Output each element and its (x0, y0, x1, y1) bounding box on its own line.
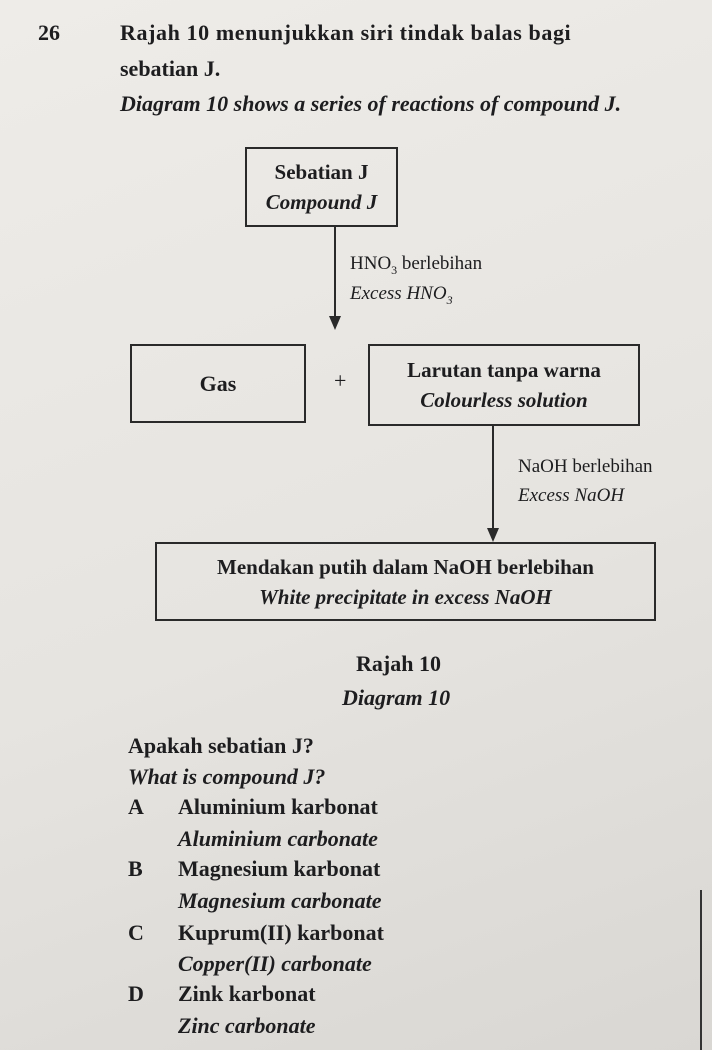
option-letter: D (128, 981, 144, 1006)
arrow-head-2 (487, 528, 499, 542)
reagent-1-en: Excess HNO3 (350, 283, 453, 307)
option-letter: A (128, 794, 144, 819)
option-letter: B (128, 856, 143, 881)
option-text-ms: Aluminium karbonat (178, 794, 378, 819)
option-text-ms: Magnesium karbonat (178, 856, 381, 881)
question-text-ms-2: sebatian J. (120, 56, 221, 81)
option-text-en: Copper(II) carbonate (178, 951, 372, 976)
gas-label: Gas (199, 370, 237, 396)
plus-sign: + (334, 368, 347, 393)
colourless-solution-box: Larutan tanpa warna Colourless solution (368, 344, 640, 426)
box-label-en: White precipitate in excess NaOH (259, 584, 552, 609)
question-text-en: Diagram 10 shows a series of reactions o… (120, 91, 622, 116)
option-text-en: Magnesium carbonate (178, 888, 382, 913)
box-label-ms: Mendakan putih dalam NaOH berlebihan (217, 554, 594, 579)
reagent-2-ms: NaOH berlebihan (518, 456, 653, 477)
option-text-ms: Zink karbonat (178, 981, 316, 1006)
prompt-ms: Apakah sebatian J? (128, 733, 314, 758)
page-margin-line (700, 890, 702, 1050)
box-label-ms: Larutan tanpa warna (407, 358, 601, 382)
compound-j-box: Sebatian J Compound J (245, 147, 398, 227)
arrow-head-1 (329, 316, 341, 330)
option-letter: C (128, 920, 144, 945)
diagram-caption-en: Diagram 10 (342, 685, 451, 710)
diagram-caption-ms: Rajah 10 (356, 651, 441, 676)
gas-box: Gas (130, 344, 306, 423)
arrow-1 (334, 227, 336, 319)
box-label-en: Colourless solution (420, 388, 588, 412)
reagent-2-en: Excess NaOH (518, 485, 625, 506)
question-text-ms: Rajah 10 menunjukkan siri tindak balas b… (120, 20, 572, 45)
prompt-en: What is compound J? (128, 764, 326, 789)
white-precipitate-box: Mendakan putih dalam NaOH berlebihan Whi… (155, 542, 656, 621)
arrow-2 (492, 426, 494, 530)
box-label-en: Compound J (265, 190, 378, 214)
box-label-ms: Sebatian J (274, 160, 369, 184)
option-text-ms: Kuprum(II) karbonat (178, 920, 384, 945)
option-text-en: Zinc carbonate (178, 1013, 316, 1038)
option-text-en: Aluminium carbonate (178, 826, 378, 851)
reagent-1-ms: HNO3 berlebihan (350, 253, 483, 277)
question-number: 26 (38, 20, 60, 45)
